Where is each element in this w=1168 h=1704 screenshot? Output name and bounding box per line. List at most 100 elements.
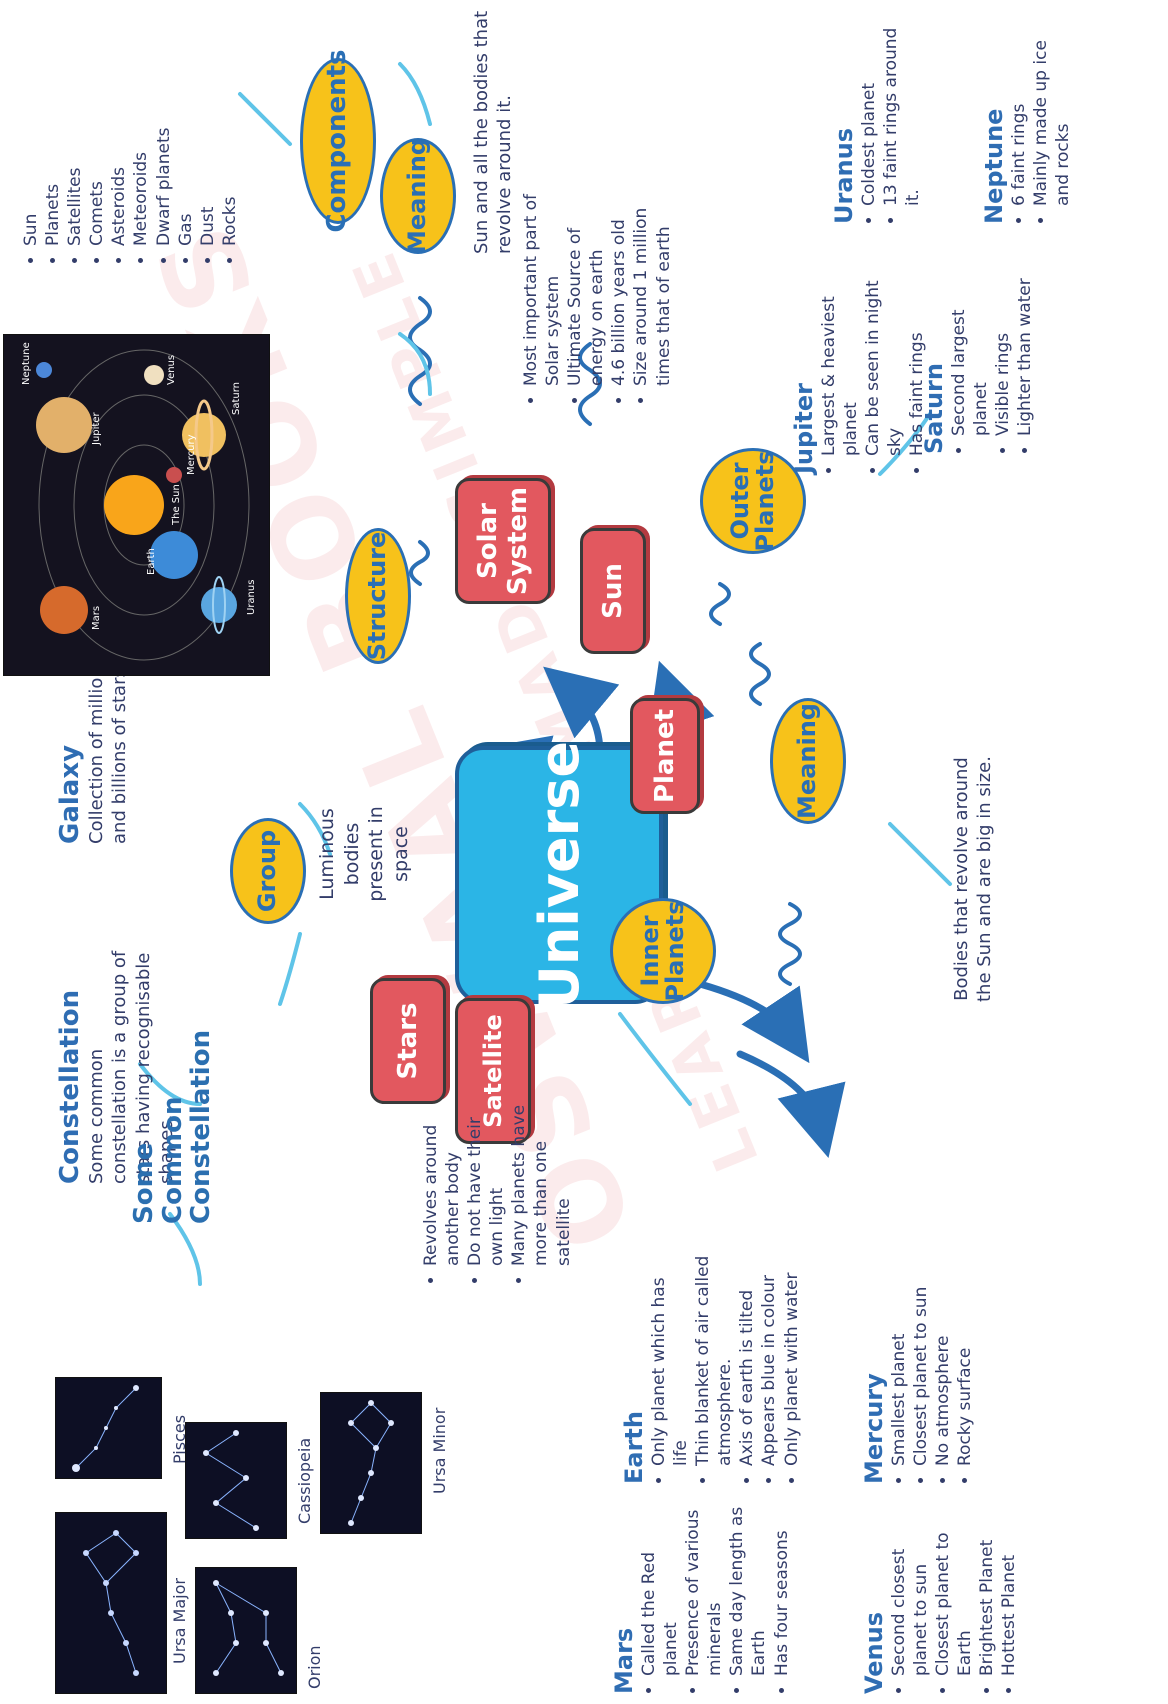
- satellite-points: Revolves around another body Do not have…: [420, 1084, 575, 1284]
- mercury-point: No atmosphere: [932, 1254, 954, 1466]
- jupiter-point: Largest & heaviest planet: [818, 274, 862, 456]
- earth-point: Only planet with water: [781, 1254, 803, 1466]
- structure-bubble: Structure: [345, 528, 411, 664]
- sun-graphic: [104, 475, 164, 535]
- sun-node: Sun: [580, 528, 646, 654]
- satellite-point: Many planets have more than one satellit…: [508, 1084, 574, 1266]
- curl-planet-outer: [709, 582, 731, 626]
- uranus-point: 13 faint rings around it.: [880, 24, 924, 206]
- label-jupiter: Jupiter: [91, 412, 102, 446]
- solar-system-art: Neptune Saturn Mercury Venus The Sun Ear…: [21, 342, 257, 661]
- earth-point: Only planet which has life: [648, 1254, 692, 1466]
- neptune-point: 6 faint rings: [1008, 24, 1030, 206]
- neptune-block: Neptune 6 faint rings Mainly made up ice…: [980, 24, 1074, 224]
- component-item: Dwarf planets: [153, 24, 175, 246]
- saturn-block: Saturn Second largest planet Visible rin…: [920, 254, 1036, 454]
- saturn-graphic: [182, 413, 226, 457]
- mercury-block: Mercury Smallest planet Closest planet t…: [860, 1254, 976, 1484]
- ursa-major-stars: [83, 1530, 139, 1676]
- label-mars: Mars: [91, 606, 102, 630]
- outline-arrow-planet-meaning: [888, 822, 952, 886]
- component-item: Meteoroids: [130, 24, 152, 246]
- venus-graphic: [144, 365, 164, 385]
- mercury-point: Closest planet to sun: [910, 1254, 932, 1466]
- component-item: Satellites: [64, 24, 86, 246]
- outline-arrow-solar-meaning: [398, 62, 432, 126]
- label-mercury: Mercury: [186, 434, 197, 475]
- outline-arrow-photos: [168, 1212, 202, 1286]
- inner-planets-bubble: Inner Planets: [610, 898, 716, 1004]
- label-neptune: Neptune: [21, 342, 32, 385]
- venus-point: Hottest Planet: [998, 1494, 1020, 1676]
- component-item: Comets: [86, 24, 108, 246]
- component-item: Rocks: [219, 24, 241, 247]
- component-item: Sun: [20, 24, 42, 246]
- outline-arrow-constellation: [278, 932, 302, 1006]
- outline-arrow-outer-planets: [878, 412, 932, 476]
- uranus-graphic: [201, 587, 237, 623]
- satellite-point: Revolves around another body: [420, 1084, 464, 1266]
- mars-title: Mars: [610, 1627, 638, 1694]
- jupiter-title: Jupiter: [790, 382, 818, 474]
- venus-point: Brightest Planet: [976, 1494, 998, 1676]
- neptune-title: Neptune: [980, 108, 1008, 224]
- satellite-point: Do not have their own light: [464, 1084, 508, 1266]
- venus-point: Second closest planet to sun: [888, 1494, 932, 1676]
- some-common-title: Some Common Constellation: [129, 1029, 217, 1224]
- saturn-title: Saturn: [920, 363, 948, 454]
- solar-meaning-bubble: Meaning: [380, 138, 456, 254]
- outline-arrow-some-common: [138, 1062, 202, 1106]
- stars-note: Luminous bodies present in space: [316, 806, 413, 902]
- sun-point: Most important part of Solar system: [520, 164, 564, 386]
- saturn-point: Second largest planet: [948, 254, 992, 436]
- neptune-graphic: [36, 362, 52, 378]
- mercury-graphic: [166, 467, 182, 483]
- mercury-title: Mercury: [860, 1373, 888, 1484]
- venus-point: Closest planet to Earth: [932, 1494, 976, 1676]
- outline-arrow-inner-planets: [618, 1012, 692, 1106]
- planet-meaning-bubble: Meaning: [770, 698, 846, 824]
- arrow-to-satellite: [736, 1050, 846, 1158]
- cassiopeia-stars: [203, 1430, 259, 1531]
- mars-block: Mars Called the Red planet Presence of v…: [610, 1494, 793, 1694]
- label-uranus: Uranus: [246, 580, 257, 615]
- ursa-minor-photo: [320, 1392, 422, 1534]
- earth-point: Thin blanket of air called atmosphere.: [692, 1254, 736, 1466]
- saturn-point: Lighter than water: [1014, 254, 1036, 436]
- uranus-point: Coldest planet: [858, 24, 880, 206]
- label-venus: Venus: [166, 355, 177, 385]
- solar-system-illustration: Neptune Saturn Mercury Venus The Sun Ear…: [3, 334, 270, 676]
- mars-point: Has four seasons: [771, 1494, 793, 1676]
- label-the-sun: The Sun: [171, 484, 182, 526]
- curl-stars-group: [778, 902, 802, 986]
- group-bubble: Group: [230, 818, 306, 924]
- sun-points: Most important part of Solar system Ulti…: [520, 164, 675, 404]
- mercury-point: Rocky surface: [954, 1254, 976, 1466]
- pisces-stars: [72, 1385, 139, 1472]
- outline-arrow-structure: [398, 332, 432, 396]
- mars-graphic: [40, 586, 88, 634]
- neptune-point: Mainly made up ice and rocks: [1030, 24, 1074, 206]
- earth-title: Earth: [620, 1411, 648, 1484]
- jupiter-block: Jupiter Largest & heaviest planet Can be…: [790, 274, 928, 474]
- mars-point: Presence of various minerals: [682, 1494, 726, 1676]
- saturn-point: Visible rings: [992, 254, 1014, 436]
- components-list: Sun Planets Satellites Comets Asteroids …: [20, 24, 241, 264]
- curl-solar-meaning: [408, 296, 432, 406]
- uranus-block: Uranus Coldest planet 13 faint rings aro…: [830, 24, 924, 224]
- ursa-minor-caption: Ursa Minor: [430, 1407, 449, 1494]
- orion-photo: [195, 1567, 297, 1694]
- curl-planet-meaning: [749, 642, 771, 706]
- planet-node: Planet: [630, 698, 700, 814]
- components-bubble: Components: [300, 49, 376, 233]
- venus-title: Venus: [860, 1612, 888, 1694]
- sun-point: Ultimate Source of energy on earth: [564, 164, 608, 386]
- outline-arrow-components: [238, 92, 292, 146]
- orion-stars: [213, 1580, 284, 1676]
- outline-arrow-galaxy: [298, 802, 332, 856]
- earth-graphic: [150, 531, 198, 579]
- uranus-title: Uranus: [830, 128, 858, 224]
- orion-caption: Orion: [305, 1645, 324, 1689]
- arrow-to-stars: [696, 980, 810, 1064]
